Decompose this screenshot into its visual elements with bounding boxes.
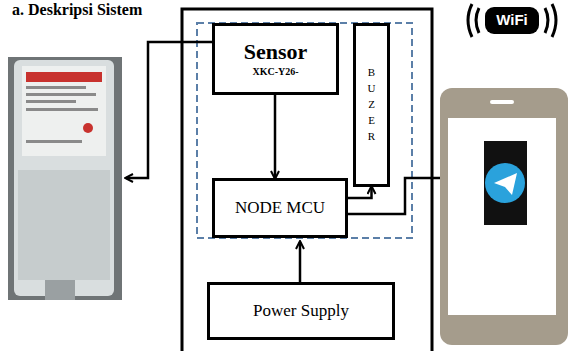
node-text: NODE MCU [235, 198, 325, 218]
wifi-icon [468, 4, 556, 37]
iv-bag [8, 57, 122, 300]
connector-arrow [348, 187, 372, 198]
icon-label: WiFi [485, 9, 539, 31]
power-supply-box: Power Supply [207, 282, 395, 340]
phone [440, 88, 568, 345]
node-text: XKC-Y26- [252, 65, 298, 79]
node-text: Sensor [244, 39, 308, 65]
buzzer-box: BUZER [353, 23, 390, 187]
module-group [197, 23, 412, 238]
sensor-box: SensorXKC-Y26- [212, 23, 339, 95]
diagram-title: a. Deskripsi Sistem [12, 1, 142, 19]
node-text: BUZER [366, 65, 377, 145]
sensor-bag-line [126, 42, 212, 178]
nodemcu-box: NODE MCU [212, 178, 348, 238]
power-arrow [299, 242, 302, 282]
housing [182, 9, 432, 351]
connector-arrow [274, 95, 277, 178]
node-text: Power Supply [253, 301, 349, 321]
